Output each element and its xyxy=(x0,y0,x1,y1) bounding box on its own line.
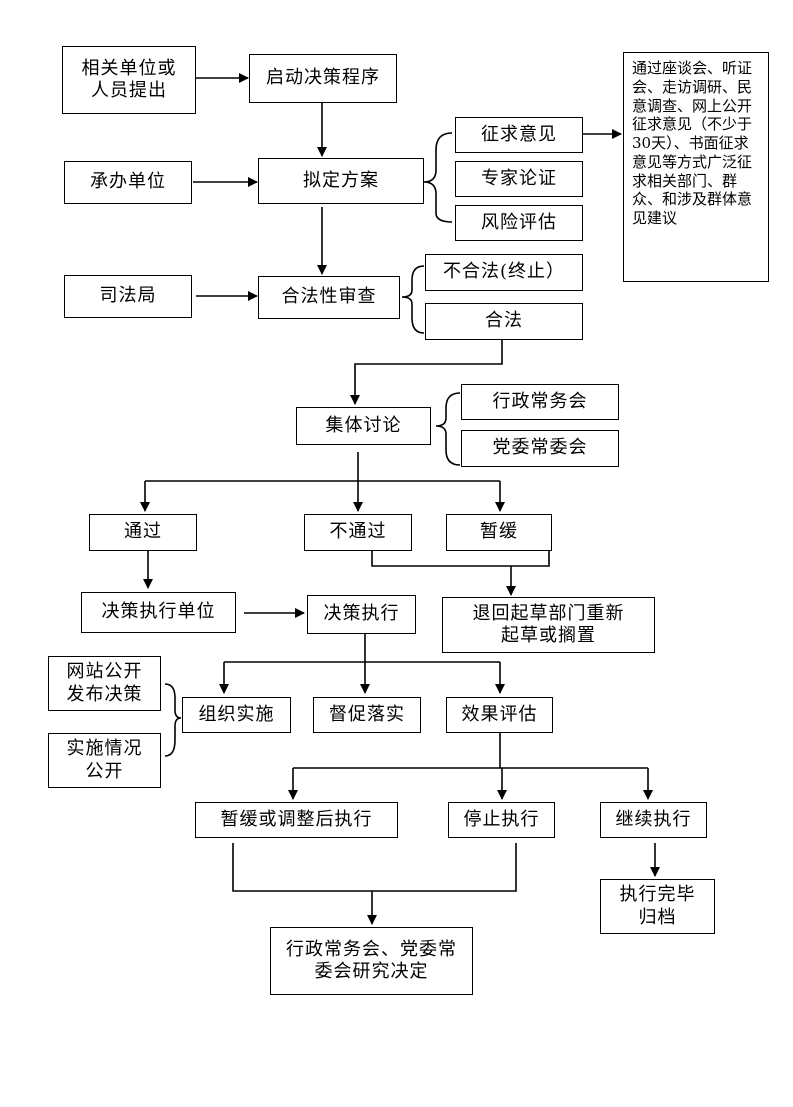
node-website-publish: 网站公开 发布决策 xyxy=(48,656,161,711)
node-joint-meeting-decision: 行政常务会、党委常 委会研究决定 xyxy=(270,927,473,995)
line-not-passed-postponed-join xyxy=(371,551,550,567)
node-stop-execution: 停止执行 xyxy=(448,802,555,838)
brace-legality-results xyxy=(401,265,425,334)
node-continue-execution: 继续执行 xyxy=(600,802,707,838)
node-return-redraft: 退回起草部门重新 起草或搁置 xyxy=(442,597,655,653)
node-justice-bureau: 司法局 xyxy=(64,275,192,318)
node-executive-meeting: 行政常务会 xyxy=(461,384,619,420)
node-start-procedure: 启动决策程序 xyxy=(249,54,397,103)
brace-draft-options xyxy=(423,132,453,223)
node-legal: 合法 xyxy=(425,303,583,340)
brace-publicity xyxy=(164,683,182,757)
node-collective-discussion: 集体讨论 xyxy=(296,407,431,445)
node-solicit-methods: 通过座谈会、听证会、走访调研、民意调查、网上公开征求意见（不少于30天）、书面征… xyxy=(623,52,769,282)
node-passed: 通过 xyxy=(89,514,197,551)
line-join-to-final xyxy=(232,843,517,892)
node-not-passed: 不通过 xyxy=(304,514,412,551)
node-illegal-terminate: 不合法(终止） xyxy=(425,254,583,291)
node-implementation-public: 实施情况 公开 xyxy=(48,733,161,788)
node-execution-complete: 执行完毕 归档 xyxy=(600,879,715,934)
node-related-units: 相关单位或 人员提出 xyxy=(62,46,196,114)
line-legal-to-discussion xyxy=(350,340,503,405)
node-postponed: 暂缓 xyxy=(446,514,552,551)
node-solicit-opinions: 征求意见 xyxy=(455,117,583,153)
node-legality-review: 合法性审查 xyxy=(258,276,400,319)
node-party-standing-meeting: 党委常委会 xyxy=(461,430,619,467)
node-executing-unit: 决策执行单位 xyxy=(81,592,236,633)
node-undertaking-unit: 承办单位 xyxy=(64,161,192,204)
node-risk-assessment: 风险评估 xyxy=(455,205,583,241)
node-decision-execution: 决策执行 xyxy=(307,595,416,634)
node-supervise: 督促落实 xyxy=(313,697,421,733)
node-organize-implementation: 组织实施 xyxy=(182,697,291,733)
node-effect-evaluation: 效果评估 xyxy=(446,697,553,733)
brace-discussion-meetings xyxy=(435,392,461,466)
node-draft-plan: 拟定方案 xyxy=(258,158,424,204)
node-postpone-adjust: 暂缓或调整后执行 xyxy=(195,802,398,838)
node-expert-review: 专家论证 xyxy=(455,161,583,197)
